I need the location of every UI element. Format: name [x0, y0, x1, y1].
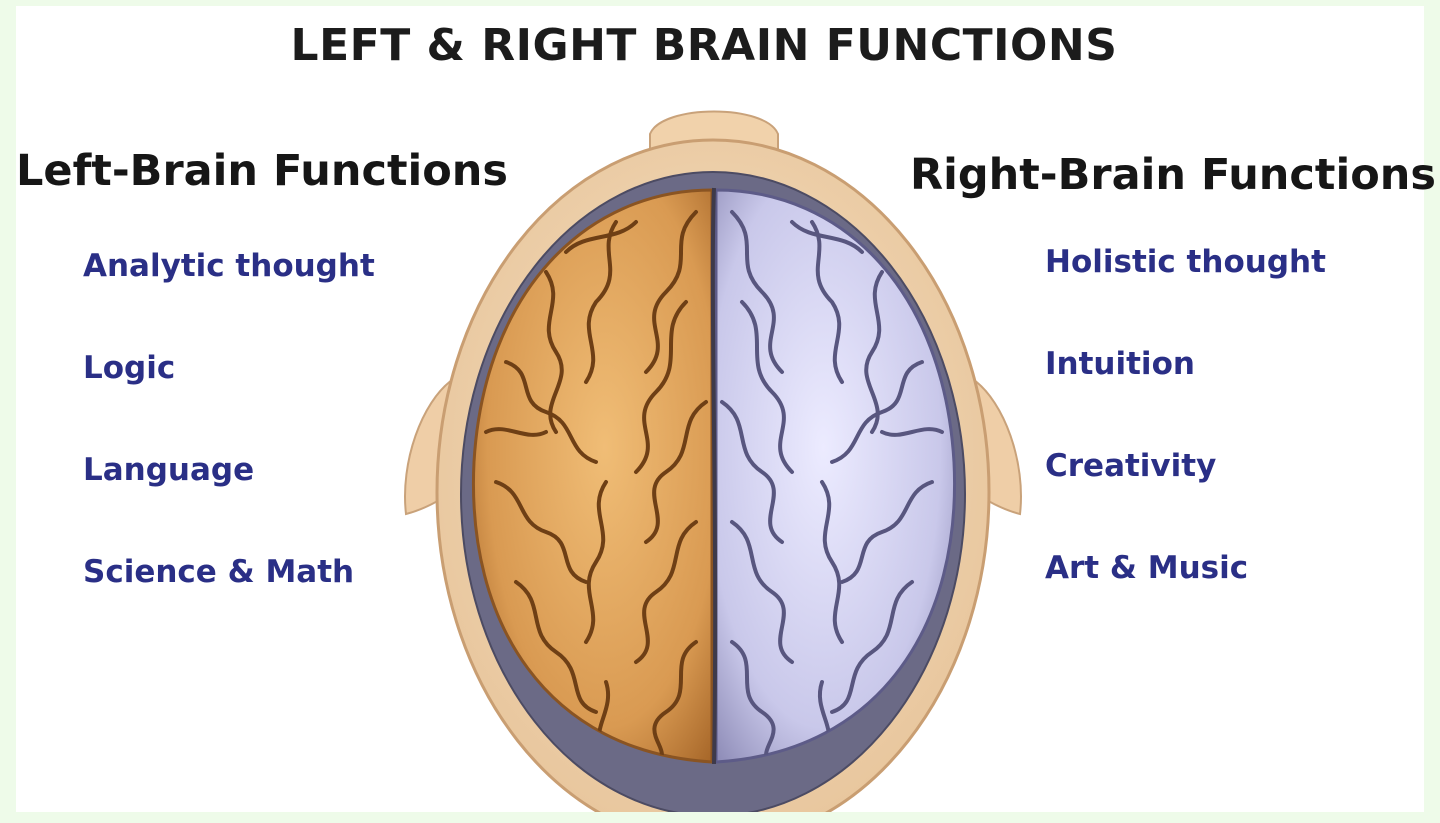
left-function-item: Language: [83, 452, 255, 488]
left-function-list: Analytic thought Logic Language Science …: [83, 248, 375, 656]
right-brain-heading: Right-Brain Functions: [910, 150, 1436, 200]
left-brain-heading: Left-Brain Functions: [16, 146, 508, 196]
right-function-item: Intuition: [1045, 346, 1195, 382]
central-fissure: [710, 187, 718, 765]
left-function-item: Logic: [83, 350, 176, 386]
left-function-item: Science & Math: [83, 554, 355, 590]
right-function-item: Holistic thought: [1045, 244, 1326, 280]
diagram-canvas: LEFT & RIGHT BRAIN FUNCTIONS Left-Brain …: [16, 6, 1436, 812]
right-function-list: Holistic thought Intuition Creativity Ar…: [1045, 244, 1326, 652]
left-function-item: Analytic thought: [83, 248, 375, 284]
right-hemisphere: [714, 188, 957, 764]
diagram-title: LEFT & RIGHT BRAIN FUNCTIONS: [290, 20, 1118, 71]
right-function-item: Creativity: [1045, 448, 1217, 484]
right-function-item: Art & Music: [1045, 550, 1249, 586]
brain-top-view-icon: [404, 110, 1022, 812]
left-hemisphere: [471, 188, 714, 764]
